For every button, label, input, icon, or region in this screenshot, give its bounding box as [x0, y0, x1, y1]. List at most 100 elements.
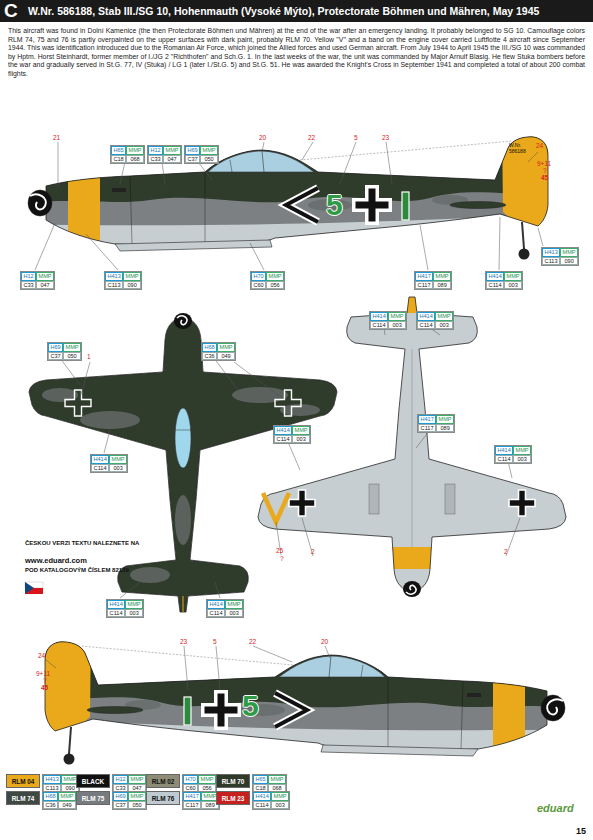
- paint-code: C37: [185, 155, 200, 164]
- callout-number: 24: [536, 142, 543, 149]
- paint-code-box: H413MMPC113090: [104, 271, 142, 290]
- paint-code: C117: [418, 424, 436, 433]
- color-name: RLM 70: [222, 778, 245, 785]
- czech-note: POD KATALOGOVÝM ČÍSLEM 82139: [25, 567, 129, 574]
- callout-number: 1: [87, 353, 91, 360]
- paint-code: H417: [183, 792, 201, 801]
- paint-code: C33: [21, 281, 36, 290]
- paint-code: C114: [107, 609, 125, 618]
- paint-code: H413: [542, 248, 560, 257]
- callout-number: 25: [276, 547, 283, 554]
- paint-code-box: H69MMPC37050: [112, 791, 147, 810]
- paint-code: 090: [123, 281, 141, 290]
- color-name: RLM 75: [82, 795, 105, 802]
- paint-code: MMP: [200, 146, 218, 155]
- paint-code-box: H414MMPC114003: [106, 599, 144, 618]
- paint-code: MMP: [217, 343, 235, 352]
- color-name: RLM 02: [152, 778, 175, 785]
- paint-code: 003: [388, 321, 406, 330]
- paint-code-box: H414MMPC114003: [252, 791, 290, 810]
- color-name: RLM 23: [222, 795, 245, 802]
- paint-code: H65: [111, 146, 126, 155]
- paint-code: 090: [560, 257, 578, 266]
- callout-number: ?: [543, 167, 547, 174]
- paint-code: C113: [105, 281, 123, 290]
- paint-code: MMP: [128, 775, 146, 784]
- callout-number: 22: [249, 638, 256, 645]
- paint-code-box: H65MMPC18068: [110, 145, 145, 164]
- color-swatch: RLM 75: [76, 791, 110, 805]
- callout-number: 9+11: [36, 670, 50, 677]
- callout-number: 45: [541, 174, 548, 181]
- paint-code-box: H417MMPC117089: [414, 271, 452, 290]
- paint-code-box: H413MMPC113090: [541, 247, 579, 266]
- paint-code: C36: [43, 801, 58, 810]
- paint-code: H70: [251, 272, 266, 281]
- paint-code: C114: [417, 321, 435, 330]
- paint-code-box: H414MMPC114003: [369, 311, 407, 330]
- paint-code: 089: [433, 281, 451, 290]
- paint-code: C114: [207, 609, 225, 618]
- paint-code: 003: [435, 321, 453, 330]
- paint-code: 050: [200, 155, 218, 164]
- paint-code: C114: [91, 464, 109, 473]
- werknummer-text: W.Nr. 586188: [509, 143, 539, 154]
- paint-code: MMP: [126, 146, 144, 155]
- paint-code: 089: [436, 424, 454, 433]
- color-swatch: RLM 70: [216, 774, 250, 788]
- paint-code: MMP: [388, 312, 406, 321]
- paint-code: C114: [486, 281, 504, 290]
- paint-code: H414: [91, 455, 109, 464]
- paint-code: 003: [292, 435, 310, 444]
- callout-number: 22: [308, 134, 315, 141]
- paint-code: MMP: [36, 272, 54, 281]
- paint-code: H413: [43, 775, 61, 784]
- paint-code: H69: [113, 792, 128, 801]
- paint-code: H414: [370, 312, 388, 321]
- paint-code: H68: [43, 792, 58, 801]
- paint-code: MMP: [271, 792, 289, 801]
- paint-code: MMP: [436, 415, 454, 424]
- paint-code: C33: [148, 155, 163, 164]
- paint-code: C114: [274, 435, 292, 444]
- paint-code: H414: [107, 600, 125, 609]
- paint-code: MMP: [433, 272, 451, 281]
- fuselage-number: 5: [242, 691, 259, 721]
- paint-code-box: H414MMPC114003: [416, 311, 454, 330]
- paint-code: H417: [418, 415, 436, 424]
- paint-code: C117: [415, 281, 433, 290]
- paint-code: MMP: [198, 775, 216, 784]
- paint-code: C114: [370, 321, 388, 330]
- paint-code: H68: [202, 343, 217, 352]
- color-name: RLM 74: [12, 795, 35, 802]
- paint-code: MMP: [435, 312, 453, 321]
- paint-code: H12: [113, 775, 128, 784]
- paint-code: H414: [417, 312, 435, 321]
- paint-code: MMP: [109, 455, 127, 464]
- page-number: 15: [576, 826, 586, 836]
- callout-number: 2: [504, 548, 508, 555]
- paint-code: H69: [48, 343, 63, 352]
- callout-number: 23: [180, 638, 187, 645]
- paint-code-box: H69MMPC37050: [184, 145, 219, 164]
- paint-code-box: H414MMPC114003: [273, 425, 311, 444]
- paint-code: MMP: [268, 775, 286, 784]
- color-swatch: RLM 04: [6, 774, 40, 788]
- paint-code-box: H414MMPC114003: [90, 454, 128, 473]
- callout-number: 2: [311, 548, 315, 555]
- paint-code: H414: [207, 600, 225, 609]
- paint-code: MMP: [128, 792, 146, 801]
- callout-number: 23: [382, 134, 389, 141]
- color-swatch: RLM 74: [6, 791, 40, 805]
- paint-code: MMP: [560, 248, 578, 257]
- paint-code: MMP: [123, 272, 141, 281]
- paint-code: H414: [495, 446, 513, 455]
- color-swatch: RLM 23: [216, 791, 250, 805]
- paint-code-box: H12MMPC33047: [147, 145, 182, 164]
- color-name: RLM 04: [12, 778, 35, 785]
- paint-code-box: H417MMPC117089: [182, 791, 220, 810]
- color-swatch: RLM 02: [146, 774, 180, 788]
- paint-code: C113: [542, 257, 560, 266]
- profile-letter: C: [4, 1, 18, 21]
